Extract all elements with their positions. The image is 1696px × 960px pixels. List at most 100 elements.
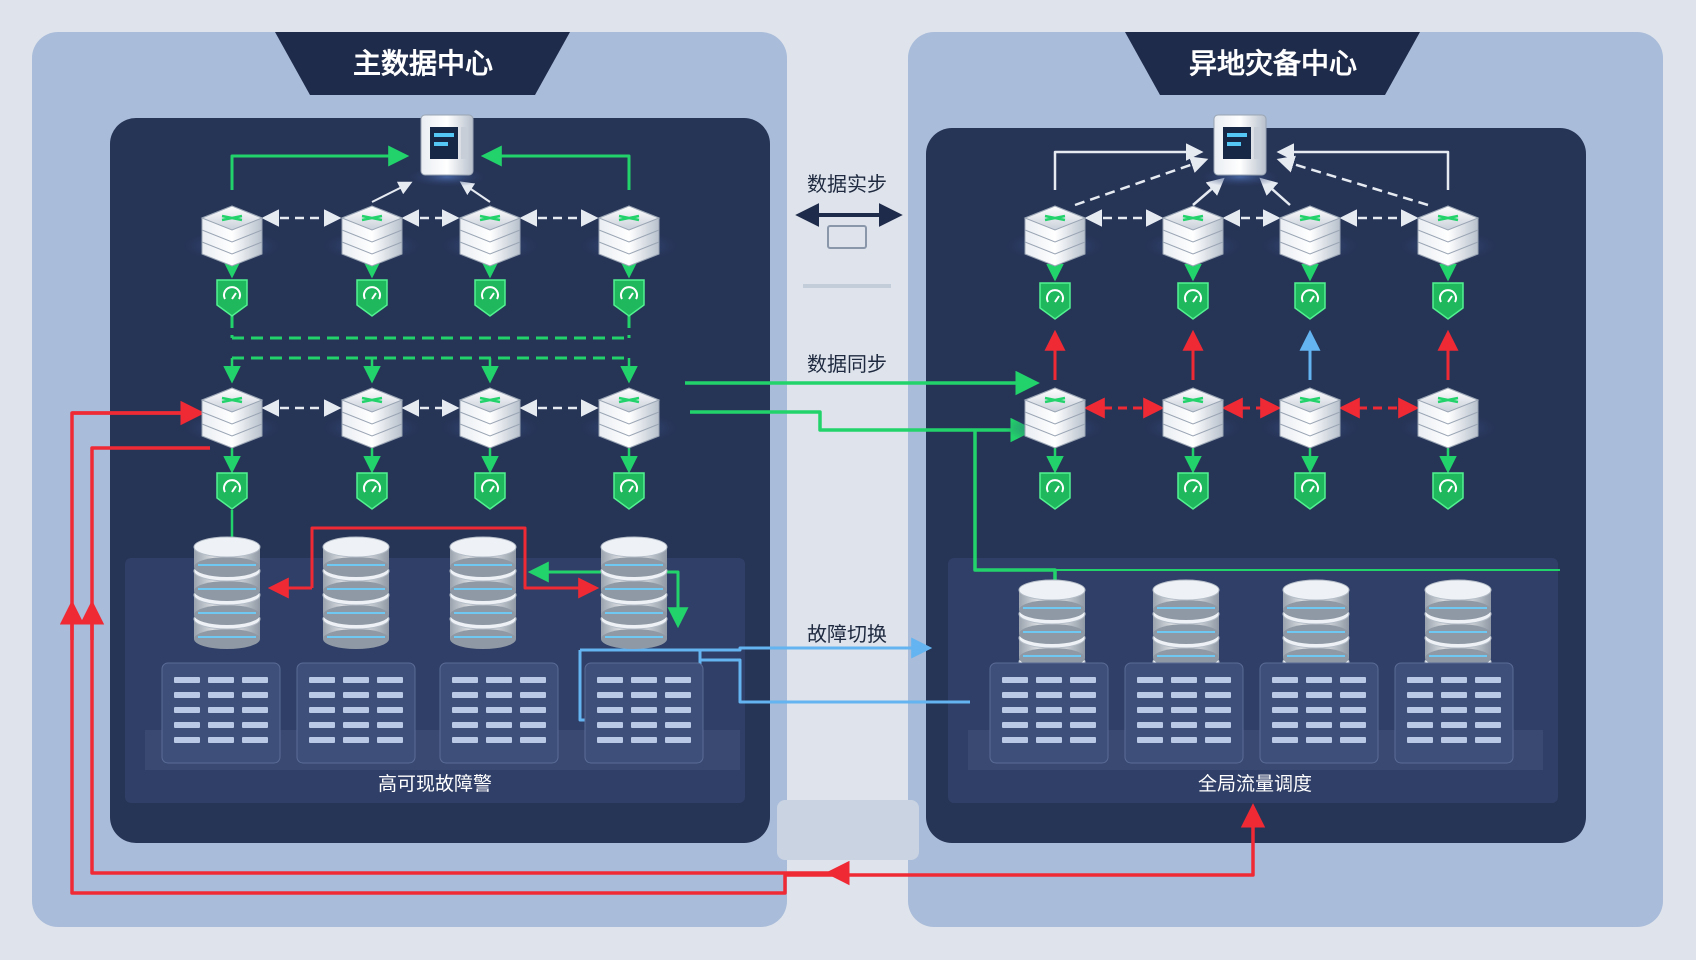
green-storage-link <box>527 561 689 629</box>
white-link-hub <box>459 181 491 203</box>
primary-db-3 <box>449 536 517 649</box>
primary-dc-title: 主数据中心 <box>353 47 493 80</box>
primary-shield-row2-1 <box>216 472 248 510</box>
rack-slot <box>1002 722 1028 728</box>
rack-slot <box>1002 737 1028 743</box>
server-x-mark <box>1182 214 1204 222</box>
gauge-icon <box>481 286 499 300</box>
gauge-needle <box>1192 485 1198 493</box>
rack-slot <box>665 677 691 683</box>
primary-switch-row1-3 <box>440 205 540 267</box>
rack-slot <box>597 737 623 743</box>
rack-slot <box>208 737 234 743</box>
server-x-mark <box>361 396 383 404</box>
rack-slot <box>1407 692 1433 698</box>
rack-slot <box>1036 707 1062 713</box>
rack-slot <box>520 692 546 698</box>
db-disk-top <box>449 536 517 558</box>
backup-rack-1 <box>989 662 1109 764</box>
backup-central-server <box>1200 114 1280 187</box>
rack-slot <box>1475 677 1501 683</box>
gauge-needle <box>1054 485 1060 493</box>
primary-shield-row1-4 <box>613 279 645 317</box>
gauge-needle <box>1192 295 1198 303</box>
hub-screen-line <box>1227 133 1247 137</box>
db-disk-bottom <box>194 629 260 649</box>
rack-slot <box>1407 737 1433 743</box>
rack-slot <box>377 737 403 743</box>
backup-switch-row2-2 <box>1143 387 1243 449</box>
server-x-mark <box>1437 396 1459 404</box>
backup-shield-row2-2 <box>1177 472 1209 510</box>
rack-slot <box>242 707 268 713</box>
gauge-needle <box>628 292 634 300</box>
rack-slot <box>1407 722 1433 728</box>
rack-slot <box>1475 737 1501 743</box>
rack-slot <box>174 707 200 713</box>
rack-slot <box>1137 722 1163 728</box>
rack-slot <box>631 722 657 728</box>
rack-slot <box>377 677 403 683</box>
rack-slot <box>1306 737 1332 743</box>
rack-slot <box>631 692 657 698</box>
backup-switch-row2-3 <box>1260 387 1360 449</box>
backup-title-tab <box>1125 32 1420 95</box>
rack-slot <box>665 737 691 743</box>
server-x-mark <box>361 214 383 222</box>
gauge-icon <box>363 479 381 493</box>
rack-slot <box>1475 692 1501 698</box>
backup-shield-row2-4 <box>1432 472 1464 510</box>
db-disk-bottom <box>601 581 667 601</box>
rack-slot <box>452 722 478 728</box>
backup-shield-row1-1 <box>1039 282 1071 320</box>
rack-slot <box>597 692 623 698</box>
rack-slot <box>1441 737 1467 743</box>
gauge-icon <box>620 479 638 493</box>
rack-slot <box>1205 692 1231 698</box>
primary-shield-row2-2 <box>356 472 388 510</box>
server-x-mark <box>221 396 243 404</box>
rack-slot <box>1475 722 1501 728</box>
backup-shield-row1-2 <box>1177 282 1209 320</box>
backup-white-diag-1 <box>1074 156 1209 207</box>
rack-slot <box>1306 707 1332 713</box>
backup-shield-row1-3 <box>1294 282 1326 320</box>
backup-dc-title: 异地灾备中心 <box>1189 47 1357 80</box>
backup-switch-row2-4 <box>1398 387 1498 449</box>
server-x-mark <box>479 396 501 404</box>
rack-slot <box>377 707 403 713</box>
primary-rack-2 <box>296 662 416 764</box>
primary-switch-row2-4 <box>579 387 679 449</box>
db-disk-bottom <box>1019 600 1085 620</box>
rack-slot <box>1272 692 1298 698</box>
rack-slot <box>1205 737 1231 743</box>
rack-slot <box>1441 707 1467 713</box>
primary-shield-row1-3 <box>474 279 506 317</box>
db-disk-bottom <box>323 581 389 601</box>
backup-switch-row1-2 <box>1143 205 1243 267</box>
primary-rack-3 <box>439 662 559 764</box>
device-nodes <box>161 114 1514 764</box>
db-disk-top <box>322 536 390 558</box>
server-x-mark <box>1182 396 1204 404</box>
db-disk-top <box>1018 579 1086 601</box>
label-data-async: 数据实步 <box>807 172 887 196</box>
db-disk-bottom <box>601 629 667 649</box>
rack-slot <box>1070 707 1096 713</box>
rack-slot <box>343 737 369 743</box>
blue-failover-link <box>700 658 970 704</box>
rack-slot <box>242 737 268 743</box>
hub-vent <box>1254 127 1260 159</box>
sync-link-bottom <box>690 410 1035 443</box>
rack-slot <box>242 722 268 728</box>
db-disk-bottom <box>601 557 667 577</box>
server-x-mark <box>1044 214 1066 222</box>
backup-white-diag-4 <box>1276 155 1429 207</box>
db-disk-bottom <box>194 605 260 625</box>
rack-slot <box>242 692 268 698</box>
gauge-needle <box>1447 295 1453 303</box>
db-disk-bottom <box>1283 624 1349 644</box>
rack-slot <box>1171 707 1197 713</box>
rack-slot <box>1036 677 1062 683</box>
